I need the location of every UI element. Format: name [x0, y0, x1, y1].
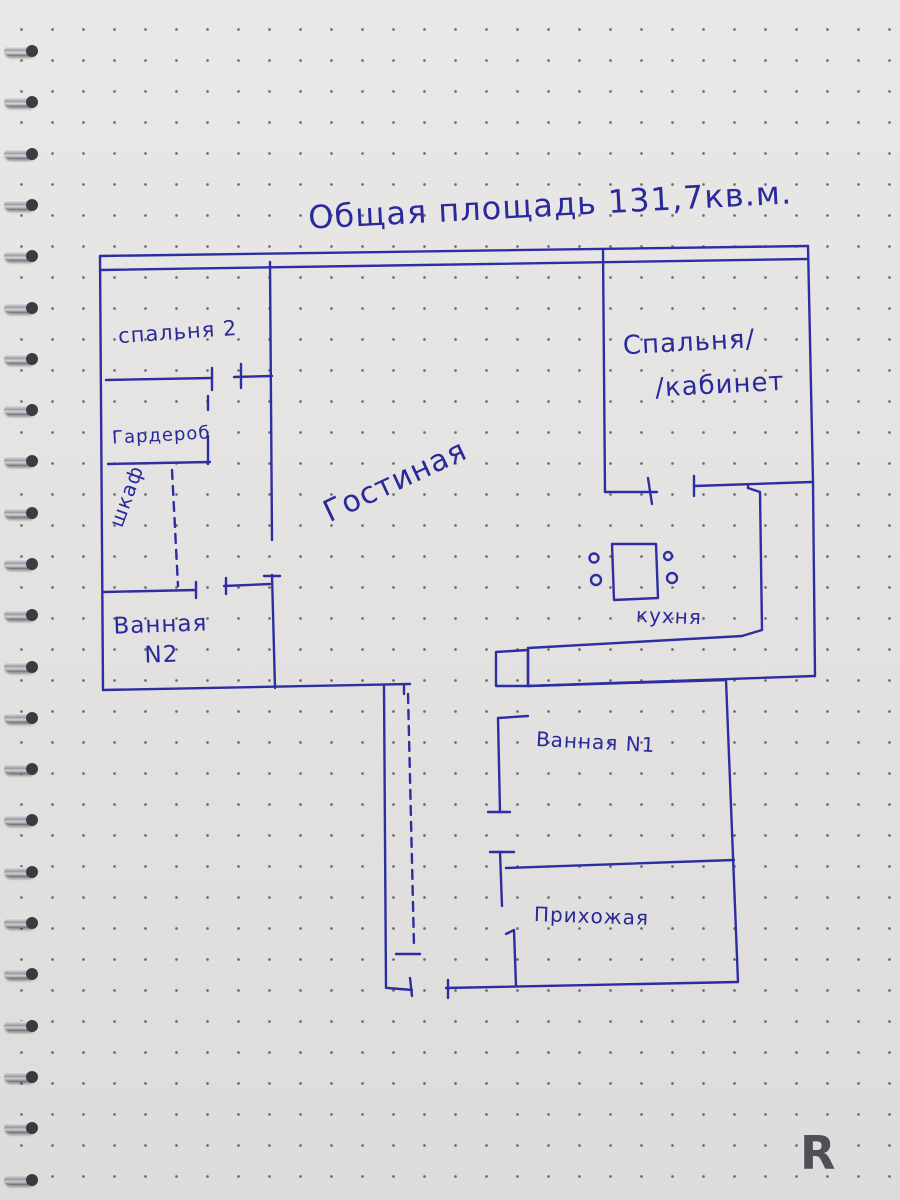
ring-wire: [4, 867, 34, 877]
ring-wire: [4, 354, 34, 364]
ring-wire: [4, 1072, 34, 1082]
spiral-ring: [4, 452, 38, 470]
ring-wire: [4, 405, 34, 415]
bathroom-2-label-line1: Ванная: [113, 610, 208, 640]
ring-wire: [4, 918, 34, 928]
spiral-ring: [4, 555, 38, 573]
ring-hole: [26, 96, 38, 108]
spiral-ring: [4, 93, 38, 111]
spiral-binding: [0, 0, 46, 1200]
ring-wire: [4, 200, 34, 210]
ring-wire: [4, 46, 34, 56]
ring-hole: [26, 353, 38, 365]
spiral-ring: [4, 504, 38, 522]
ring-hole: [26, 712, 38, 724]
ring-hole: [26, 1020, 38, 1032]
spiral-ring: [4, 1017, 38, 1035]
ring-wire: [4, 713, 34, 723]
ring-hole: [26, 917, 38, 929]
ring-hole: [26, 148, 38, 160]
spiral-ring: [4, 606, 38, 624]
ring-wire: [4, 508, 34, 518]
spiral-ring: [4, 1171, 38, 1189]
ring-wire: [4, 303, 34, 313]
ring-hole: [26, 1122, 38, 1134]
ring-hole: [26, 45, 38, 57]
ring-wire: [4, 456, 34, 466]
ring-hole: [26, 814, 38, 826]
spiral-ring: [4, 1068, 38, 1086]
ring-wire: [4, 1123, 34, 1133]
ring-hole: [26, 558, 38, 570]
spiral-ring: [4, 914, 38, 932]
ring-wire: [4, 1175, 34, 1185]
ring-hole: [26, 455, 38, 467]
hallway-label: Прихожая: [533, 901, 650, 931]
spiral-ring: [4, 863, 38, 881]
ring-wire: [4, 559, 34, 569]
spiral-ring: [4, 401, 38, 419]
bathroom-2-label: Ванная N2: [113, 608, 209, 671]
ring-hole: [26, 250, 38, 262]
spiral-ring: [4, 760, 38, 778]
ring-wire: [4, 662, 34, 672]
ring-hole: [26, 763, 38, 775]
ring-wire: [4, 97, 34, 107]
bath-walls: [486, 678, 740, 988]
ring-wire: [4, 149, 34, 159]
kitchen-label: кухня: [635, 602, 703, 630]
spiral-ring: [4, 247, 38, 265]
ring-hole: [26, 404, 38, 416]
ring-hole: [26, 866, 38, 878]
spiral-ring: [4, 196, 38, 214]
ring-hole: [26, 968, 38, 980]
bathroom-2-label-line2: N2: [144, 641, 179, 669]
bedroom-office-label-line2: /кабинет: [654, 366, 786, 404]
kitchen-walls: [494, 486, 764, 688]
spiral-ring: [4, 299, 38, 317]
ring-wire: [4, 610, 34, 620]
ring-hole: [26, 609, 38, 621]
hallway-walls: [382, 684, 740, 1000]
watermark-logo: R: [800, 1126, 836, 1180]
spiral-ring: [4, 42, 38, 60]
ring-hole: [26, 199, 38, 211]
ring-hole: [26, 661, 38, 673]
ring-wire: [4, 1021, 34, 1031]
spiral-ring: [4, 965, 38, 983]
left-column-walls: [102, 260, 282, 690]
spiral-ring: [4, 811, 38, 829]
spiral-ring: [4, 145, 38, 163]
spiral-ring: [4, 350, 38, 368]
ring-wire: [4, 815, 34, 825]
ring-hole: [26, 1071, 38, 1083]
outer-walls: [98, 244, 817, 692]
bedroom-office-label: Спальня/ /кабинет: [622, 316, 786, 412]
ring-wire: [4, 764, 34, 774]
spiral-ring: [4, 658, 38, 676]
spiral-ring: [4, 709, 38, 727]
ring-hole: [26, 1174, 38, 1186]
ring-hole: [26, 302, 38, 314]
spiral-ring: [4, 1119, 38, 1137]
ring-wire: [4, 251, 34, 261]
office-walls: [601, 248, 814, 506]
ring-hole: [26, 507, 38, 519]
ring-wire: [4, 969, 34, 979]
